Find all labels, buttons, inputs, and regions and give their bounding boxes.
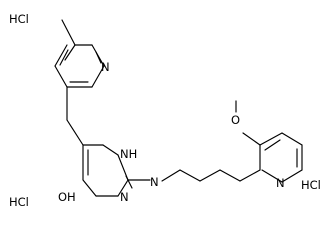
methoxy-bond <box>242 132 261 146</box>
hcl-label-bottom-left: HCl <box>9 195 29 209</box>
pyrimidinone-ring <box>82 144 133 197</box>
butyl-chain <box>161 169 261 182</box>
molecule-structure-diagram: HCl HCl HCl N NH N OH N <box>9 12 321 209</box>
pyrimidine-n-label: N <box>120 190 129 204</box>
hcl-label-top-left: HCl <box>9 12 29 26</box>
hcl-label-bottom-right: HCl <box>301 178 321 192</box>
pyridine-nitrogen-top: N <box>101 60 110 74</box>
amine-nitrogen-label: N <box>150 175 159 189</box>
pyrimidine-nh-label: NH <box>120 147 137 161</box>
methoxy-oxygen-label: O <box>231 113 240 127</box>
pyridine-nitrogen-right: N <box>276 176 285 190</box>
hydroxy-label: OH <box>58 190 76 204</box>
methylene-bond-2 <box>66 119 84 146</box>
methylpyridine-ring <box>54 19 105 88</box>
methoxypyridine-ring <box>259 132 303 183</box>
